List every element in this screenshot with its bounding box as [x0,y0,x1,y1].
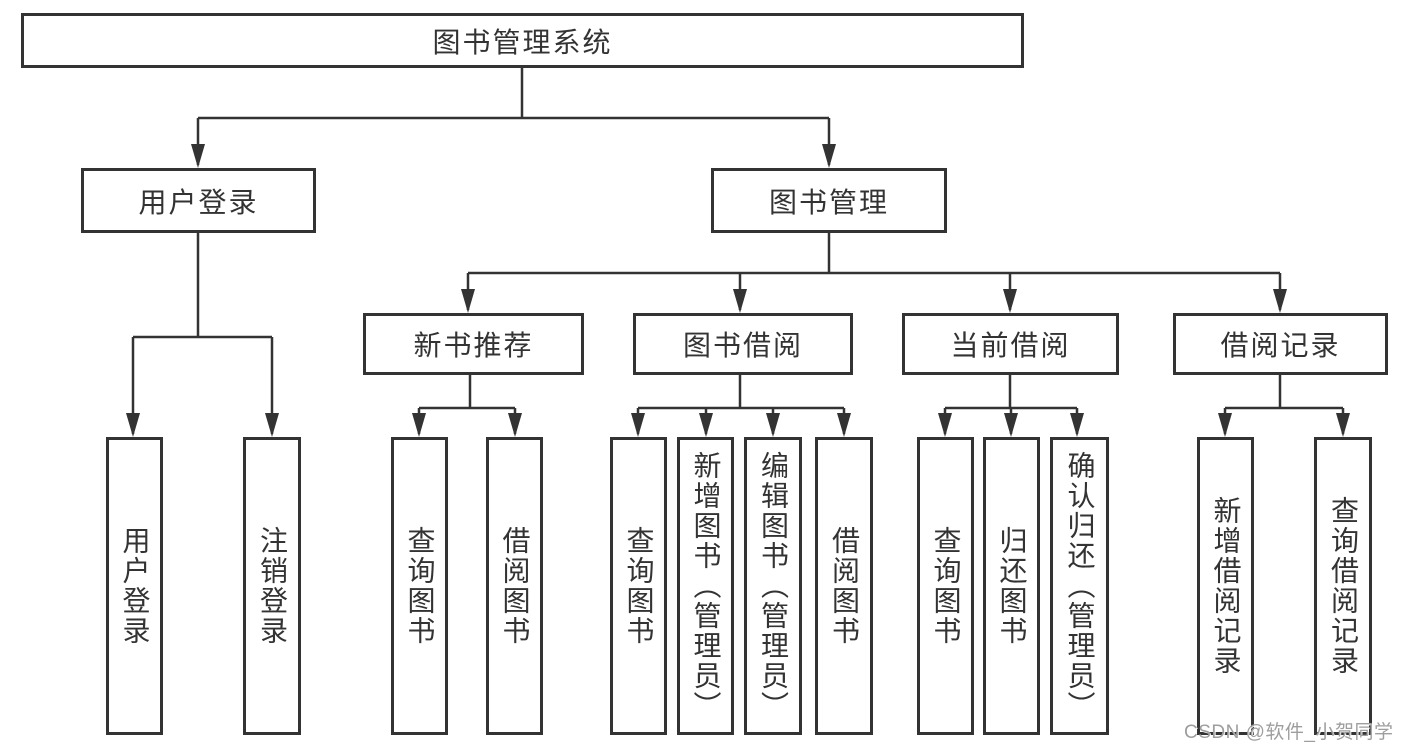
node-borrow-records: 借阅记录 [1173,313,1388,375]
leaf-logout: 注销登录 [243,437,301,735]
node-system-root: 图书管理系统 [21,13,1024,68]
leaf-add-book-admin: 新增图书（管理员） [677,437,734,735]
node-current-borrow: 当前借阅 [902,313,1119,375]
node-new-book-recommend: 新书推荐 [363,313,584,375]
leaf-add-borrow-record: 新增借阅记录 [1197,437,1254,735]
leaf-confirm-return-admin: 确认归还（管理员） [1050,437,1109,735]
leaf-query-borrow-record: 查询借阅记录 [1314,437,1372,735]
leaf-borrow-books: 借阅图书 [815,437,873,735]
node-user-login: 用户登录 [81,168,316,233]
leaf-borrow-books-recommend: 借阅图书 [486,437,543,735]
connector-arrows [126,118,1350,437]
node-book-borrow: 图书借阅 [633,313,853,375]
leaf-query-books-current: 查询图书 [917,437,974,735]
leaf-user-login: 用户登录 [106,437,163,735]
node-book-management: 图书管理 [711,168,947,233]
leaf-edit-book-admin: 编辑图书（管理员） [744,437,802,735]
leaf-return-book: 归还图书 [983,437,1040,735]
csdn-watermark: CSDN @软件_小贺同学 [1184,722,1394,743]
leaf-query-books-borrow: 查询图书 [610,437,667,735]
leaf-query-books-recommend: 查询图书 [391,437,448,735]
